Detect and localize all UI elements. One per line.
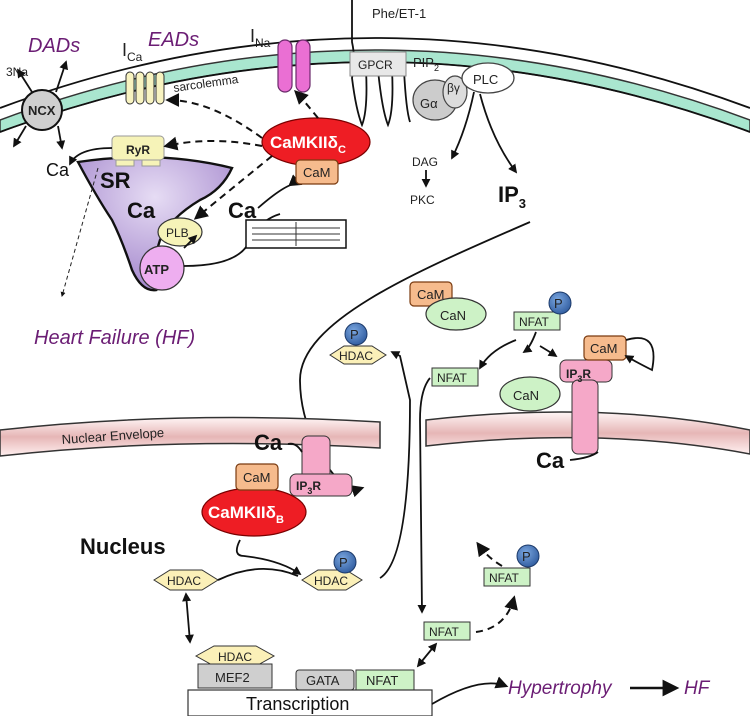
gpcr-box <box>349 51 407 77</box>
svg-text:NFAT: NFAT <box>437 371 467 385</box>
hypertrophy-label: Hypertrophy <box>508 678 613 699</box>
hdac-cytosolic <box>329 345 387 365</box>
phospho-hdac-nuclear <box>333 550 357 574</box>
nfat-export-arrow <box>476 541 503 567</box>
plc-to-dag-arrow <box>451 91 475 160</box>
cam-cytosolic <box>295 159 339 185</box>
phospho-hdac-cytosolic <box>344 322 368 346</box>
svg-text:CaM: CaM <box>590 341 617 356</box>
hdac-nuclear-phospho <box>301 569 363 591</box>
nfat-dephospho-cytosolic <box>431 367 479 387</box>
svg-text:NFAT: NFAT <box>429 625 459 639</box>
camkii-to-ina-arrow <box>294 90 319 119</box>
plc-enzyme <box>461 62 515 94</box>
i-ca-label: ICa <box>122 40 143 64</box>
ryr-release-arrow <box>69 147 113 166</box>
nuclear-ca-left-label: Ca <box>254 430 283 455</box>
ryr-label: RyR <box>126 143 150 157</box>
svg-text:CaM: CaM <box>243 470 270 485</box>
svg-text:CaM: CaM <box>417 287 444 302</box>
nfat-phospho-cytosolic <box>513 311 561 331</box>
svg-text:HDAC: HDAC <box>339 349 373 363</box>
phospho-nfat-nuclear <box>516 544 540 568</box>
cytosolic-ca-label: Ca <box>46 160 70 180</box>
camkii-to-ryr-arrow <box>163 136 263 151</box>
svg-text:NFAT: NFAT <box>366 673 398 688</box>
svg-text:P: P <box>554 296 563 311</box>
svg-text:CaN: CaN <box>513 388 539 403</box>
sr-to-hf-arrow <box>60 167 99 297</box>
ip3r-nuclear-label: IP3R <box>296 479 321 496</box>
ip3-receptor-nuclear <box>289 435 353 497</box>
sr-ca-label: Ca <box>127 198 156 223</box>
ip3-label: IP3 <box>498 182 526 211</box>
nfat-nuclear <box>423 621 471 641</box>
na3-label: 3Na <box>6 65 28 79</box>
plb-label: PLB <box>166 226 189 240</box>
camkii-c-label: CaMKIIδC <box>270 133 346 156</box>
g-alpha-label: Gα <box>420 96 438 111</box>
nfat-nuclear-import-arrow <box>417 377 431 614</box>
transcription-to-hypertrophy-arrow <box>431 676 509 705</box>
ncx-label: NCX <box>28 103 56 118</box>
svg-text:HDAC: HDAC <box>314 574 348 588</box>
calcineurin-cytosolic <box>425 297 487 331</box>
sarcolemma-membrane <box>0 37 750 133</box>
nfat-phospho-nuclear <box>483 567 531 587</box>
beta-gamma-label: βγ <box>447 81 460 95</box>
sr-label: SR <box>100 168 131 193</box>
svg-text:P: P <box>339 555 348 570</box>
nfat-phosphorylation-arrow <box>475 595 518 633</box>
svg-text:P: P <box>522 549 531 564</box>
dads-label: DADs <box>28 35 80 57</box>
camkii-to-plb-arrow <box>193 155 273 220</box>
svg-text:NFAT: NFAT <box>489 571 519 585</box>
ip3r-right-label: IP3R <box>566 367 591 384</box>
plc-label: PLC <box>473 72 498 87</box>
mef2-transcription-factor <box>197 663 273 689</box>
camkii-to-ica-arrow <box>165 93 263 139</box>
ncx-exchanger <box>21 89 63 131</box>
camkii-b-label: CaMKIIδB <box>208 503 284 526</box>
ryanodine-receptor <box>111 135 165 167</box>
heart-failure-label: Heart Failure (HF) <box>34 327 195 349</box>
plc-to-ip3-arrow <box>479 93 518 174</box>
hf-label: HF <box>684 678 711 699</box>
nuclear-envelope-label: Nuclear Envelope <box>61 425 164 447</box>
eads-label: EADs <box>148 29 199 51</box>
transcription-label: Transcription <box>246 694 349 714</box>
hdac-nuclear-export-arrow <box>379 351 411 579</box>
pkc-label: PKC <box>410 193 435 207</box>
nuclear-ca-right-label: Ca <box>536 448 565 473</box>
phospho-nfat-cytosolic <box>548 291 572 315</box>
nucleus-label: Nucleus <box>80 534 166 559</box>
atp-label: ATP <box>144 262 169 277</box>
calcineurin-on-ip3r <box>499 376 561 412</box>
cam-nuclear <box>235 463 279 491</box>
atp-pump <box>139 245 185 291</box>
svg-text:NFAT: NFAT <box>519 315 549 329</box>
svg-text:HDAC: HDAC <box>167 574 201 588</box>
l-type-calcium-channel <box>125 71 165 105</box>
sarcomere-myofilaments <box>245 219 347 249</box>
sodium-channel <box>277 39 311 93</box>
i-na-label: INa <box>250 26 271 50</box>
gpcr-label: GPCR <box>358 58 393 72</box>
cam-on-ip3r-right <box>583 335 627 361</box>
dag-label: DAG <box>412 155 438 169</box>
pip2-label: PIP2 <box>413 55 439 73</box>
ip3-receptor-right <box>559 359 613 455</box>
hdac-mef2-binding-arrow <box>182 592 194 644</box>
can-label: CaN <box>440 308 466 323</box>
g-beta-gamma-subunit <box>442 75 468 109</box>
cytosolic-ca-big-label: Ca <box>228 198 257 223</box>
svg-text:HDAC: HDAC <box>218 650 252 664</box>
gata-label: GATA <box>306 673 340 688</box>
phe-et1-label: Phe/ET-1 <box>372 6 426 21</box>
cam-cytosolic-label: CaM <box>303 165 330 180</box>
svg-text:P: P <box>350 327 359 342</box>
mef2-label: MEF2 <box>215 670 250 685</box>
camkii-phosphorylates-hdac <box>235 539 302 576</box>
